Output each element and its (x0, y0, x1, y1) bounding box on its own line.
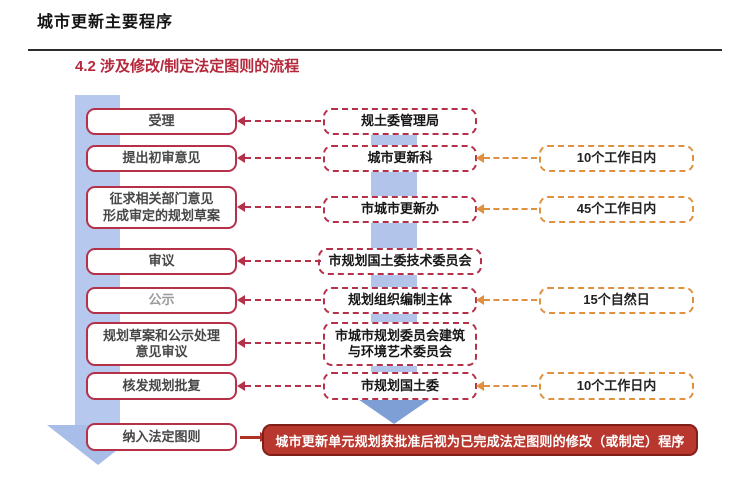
step-box-draft-plan: 征求相关部门意见 形成审定的规划草案 (86, 186, 237, 229)
connector-duration-to-agency-4 (476, 381, 537, 391)
connector-duration-to-agency-1 (476, 153, 537, 163)
connector-agency-to-step-5 (237, 295, 321, 305)
arrowhead-left-icon (237, 116, 245, 126)
arrowhead-left-icon (476, 204, 484, 214)
arrowhead-left-icon (237, 338, 245, 348)
arrowhead-left-icon (237, 153, 245, 163)
agency-box-tech-committee: 市规划国土委技术委员会 (318, 248, 482, 275)
duration-box-15-days: 15个自然日 (539, 287, 694, 314)
step-box-statutory-plan: 纳入法定图则 (86, 423, 237, 451)
title-divider (28, 49, 722, 51)
connector-agency-to-step-2 (237, 153, 321, 163)
connector-agency-to-step-6 (237, 338, 321, 348)
connector-duration-to-agency-3 (476, 295, 537, 305)
arrowhead-left-icon (237, 256, 245, 266)
agency-box-planning-land: 市规划国土委 (323, 372, 477, 400)
arrowhead-left-icon (237, 202, 245, 212)
arrowhead-left-icon (476, 153, 484, 163)
connector-agency-to-step-3 (237, 202, 321, 212)
duration-box-10-days-a: 10个工作日内 (539, 145, 694, 172)
arrowhead-left-icon (237, 295, 245, 305)
connector-duration-to-agency-2 (476, 204, 537, 214)
step-box-publicity: 公示 (86, 287, 237, 314)
agency-box-renewal-section: 城市更新科 (323, 145, 477, 172)
step-box-deliberation: 审议 (86, 248, 237, 275)
step-box-approval-issue: 核发规划批复 (86, 372, 237, 400)
arrowhead-left-icon (476, 295, 484, 305)
duration-box-45-days: 45个工作日内 (539, 196, 694, 223)
connector-step-to-result (240, 432, 269, 442)
agency-box-renewal-office: 市城市更新办 (323, 196, 477, 223)
connector-agency-to-step-1 (237, 116, 321, 126)
arrowhead-left-icon (237, 381, 245, 391)
duration-box-10-days-b: 10个工作日内 (539, 372, 694, 400)
page-title: 城市更新主要程序 (37, 14, 174, 31)
step-box-opinion-review: 规划草案和公示处理 意见审议 (86, 322, 237, 366)
agency-box-land-admin: 规土委管理局 (323, 108, 477, 135)
step-box-initial-review: 提出初审意见 (86, 145, 237, 172)
agency-box-art-committee: 市城市规划委员会建筑 与环境艺术委员会 (323, 322, 477, 366)
arrowhead-left-icon (476, 381, 484, 391)
connector-agency-to-step-4 (237, 256, 321, 266)
agency-box-plan-organizer: 规划组织编制主体 (323, 287, 477, 314)
section-heading: 4.2 涉及修改/制定法定图则的流程 (75, 58, 300, 75)
connector-agency-to-step-7 (237, 381, 321, 391)
result-banner: 城市更新单元规划获批准后视为已完成法定图则的修改（或制定）程序 (262, 424, 698, 456)
step-box-acceptance: 受理 (86, 108, 237, 135)
